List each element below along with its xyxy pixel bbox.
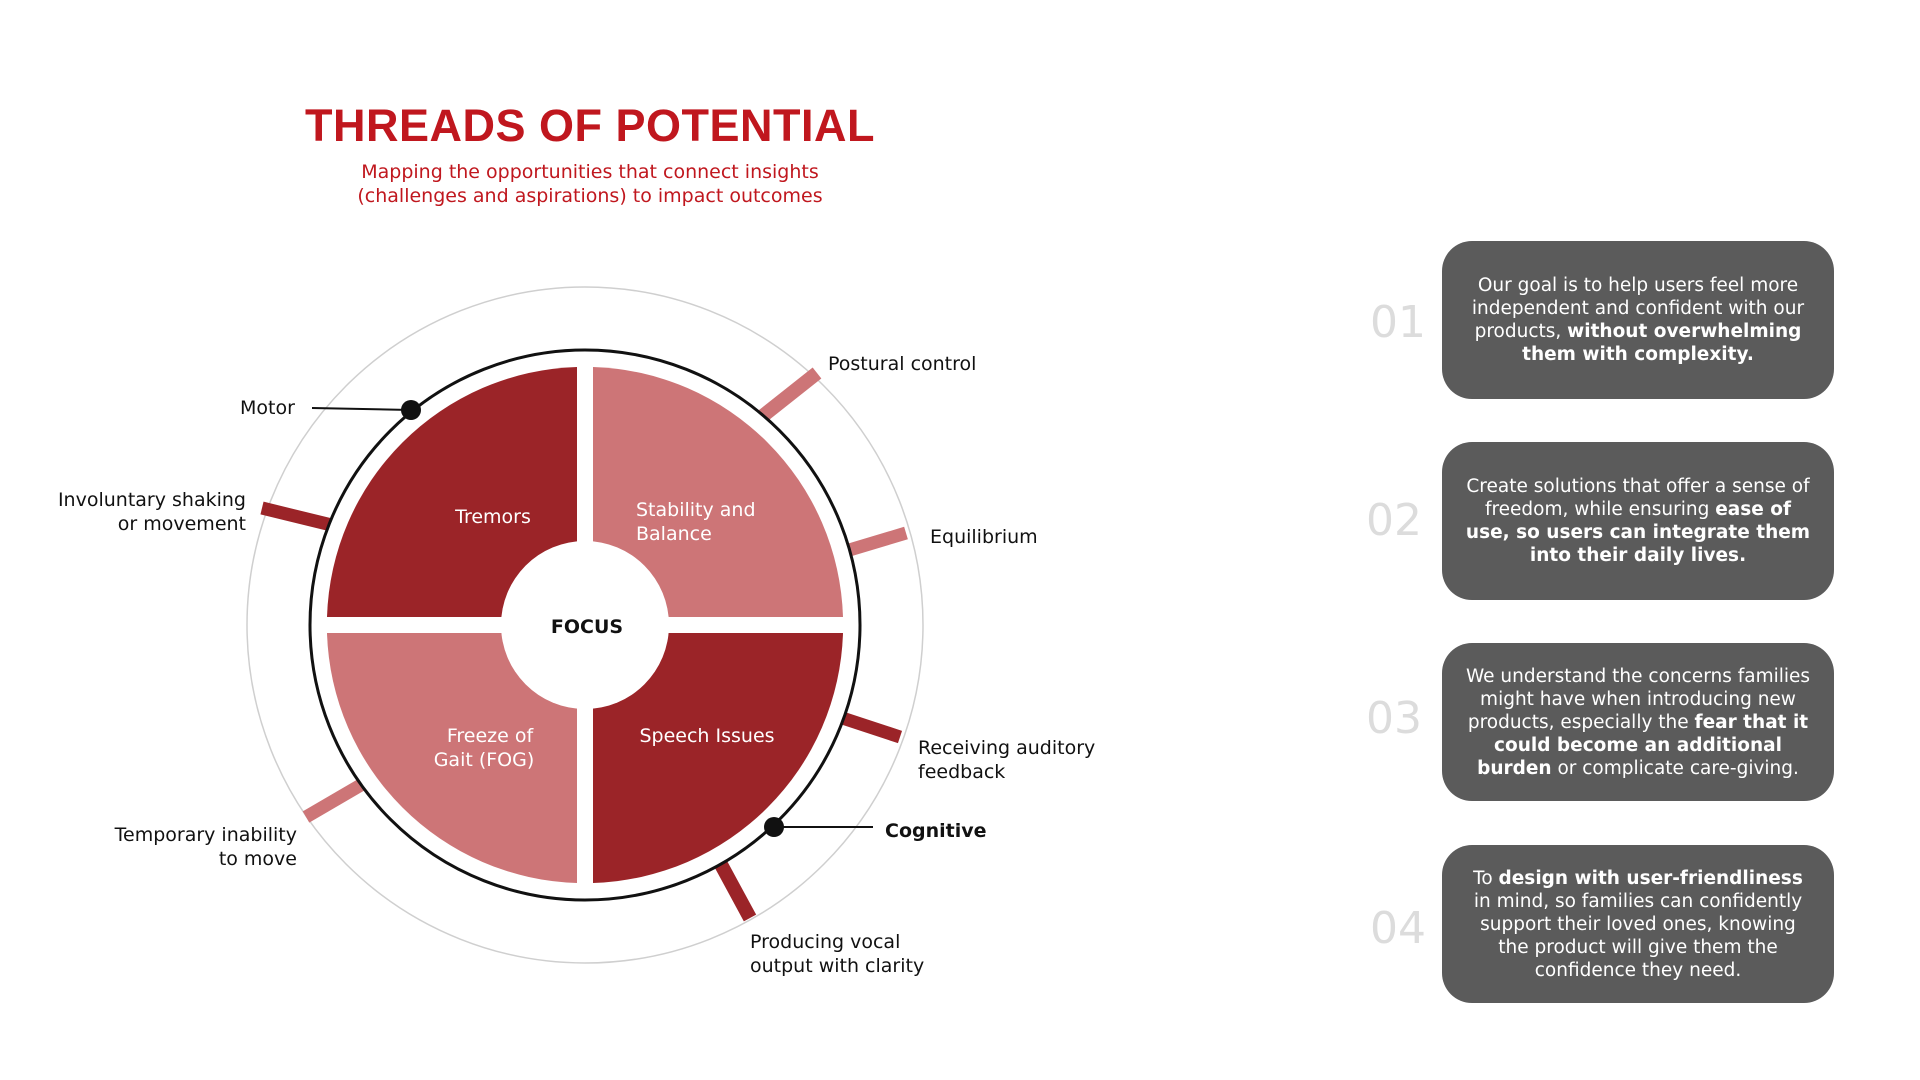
card-text-bold: ease of use, so users can integrate them… [1465, 499, 1811, 566]
focus-label: FOCUS [551, 616, 623, 638]
goal-card-text: Create solutions that offer a sense of f… [1464, 475, 1812, 567]
shaking-label-1: Involuntary shaking [58, 489, 246, 511]
inability-label-1: Temporary inability [114, 824, 297, 846]
goal-card-01: Our goal is to help users feel more inde… [1442, 241, 1834, 399]
card-number-03: 03 [1366, 693, 1422, 744]
stability-label-1: Stability and [636, 499, 756, 521]
inability-label-2: to move [219, 848, 297, 870]
subtitle-line-1: Mapping the opportunities that connect i… [361, 161, 819, 183]
card-text: in mind, so families can confidently sup… [1473, 890, 1803, 981]
goal-card-03: We understand the concerns families migh… [1442, 643, 1834, 801]
card-text-bold: without overwhelming them with complexit… [1522, 321, 1802, 365]
goal-card-text: To design with user-friendliness in mind… [1464, 867, 1812, 982]
equilibrium-label: Equilibrium [930, 526, 1038, 548]
quadrant-fog [327, 633, 577, 883]
stability-label-2: Balance [636, 523, 712, 545]
vocal-label-1: Producing vocal [750, 931, 900, 953]
card-number-04: 04 [1370, 903, 1426, 954]
card-text: Create solutions that offer a sense of f… [1466, 476, 1810, 520]
outer-ring [246, 286, 924, 964]
quadrant-tremors [327, 367, 577, 617]
card-text: Our goal is to help users feel more inde… [1471, 275, 1805, 342]
goal-card-04: To design with user-friendliness in mind… [1442, 845, 1834, 1003]
card-text: We understand the concerns families migh… [1465, 665, 1811, 733]
cognitive-dot [764, 817, 784, 837]
shaking-label-2: or movement [118, 513, 246, 535]
tremors-label: Tremors [454, 506, 531, 528]
card-text: To [1473, 867, 1499, 889]
auditory-label-2: feedback [918, 761, 1005, 783]
fog-label-2: Gait (FOG) [434, 749, 535, 771]
card-text-bold: design with user-friendliness [1498, 867, 1803, 889]
focus-center [501, 541, 669, 709]
postural-control-label: Postural control [828, 353, 976, 375]
card-number-02: 02 [1366, 495, 1422, 546]
motor-label: Motor [240, 397, 295, 419]
vocal-label-2: output with clarity [750, 955, 924, 977]
speech-label: Speech Issues [639, 725, 774, 747]
card-text-bold: fear that it could become an additional … [1477, 711, 1809, 779]
auditory-label-1: Receiving auditory [918, 737, 1095, 759]
subtitle-line-2: (challenges and aspirations) to impact o… [357, 185, 823, 207]
cognitive-label: Cognitive [885, 820, 987, 842]
page-title: THREADS OF POTENTIAL [305, 100, 875, 151]
quadrant-stability [593, 367, 843, 617]
goal-card-text: Our goal is to help users feel more inde… [1464, 274, 1812, 366]
card-number-01: 01 [1370, 297, 1426, 348]
card-text: or complicate care-giving. [1551, 757, 1799, 779]
quadrant-speech [593, 633, 843, 883]
goal-card-02: Create solutions that offer a sense of f… [1442, 442, 1834, 600]
motor-connector [311, 407, 412, 411]
motor-dot [401, 400, 421, 420]
page-subtitle: Mapping the opportunities that connect i… [240, 160, 940, 208]
fog-label-1: Freeze of [447, 725, 535, 747]
goal-card-text: We understand the concerns families migh… [1464, 665, 1812, 780]
